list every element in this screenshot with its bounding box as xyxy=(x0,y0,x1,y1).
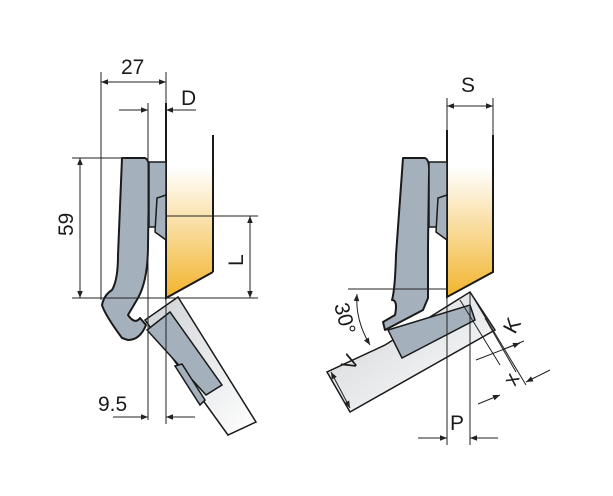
dim-s-label: S xyxy=(461,74,475,97)
angle-label: 30° xyxy=(329,300,359,337)
dim-9-5-label: 9.5 xyxy=(98,393,127,416)
left-view: 27 D 59 L 9.5 xyxy=(55,56,258,436)
door-panel-right xyxy=(447,135,493,297)
right-view: S 30° V P K x xyxy=(325,74,551,445)
hinge-arm xyxy=(101,157,151,341)
dim-x-label: x xyxy=(499,369,524,390)
dim-k-label: K xyxy=(499,314,526,337)
dim-d-label: D xyxy=(181,87,196,110)
dim-p-label: P xyxy=(450,412,464,435)
dim-59-label: 59 xyxy=(55,213,78,236)
dim-27-label: 27 xyxy=(121,56,144,79)
dim-l-label: L xyxy=(225,254,248,266)
